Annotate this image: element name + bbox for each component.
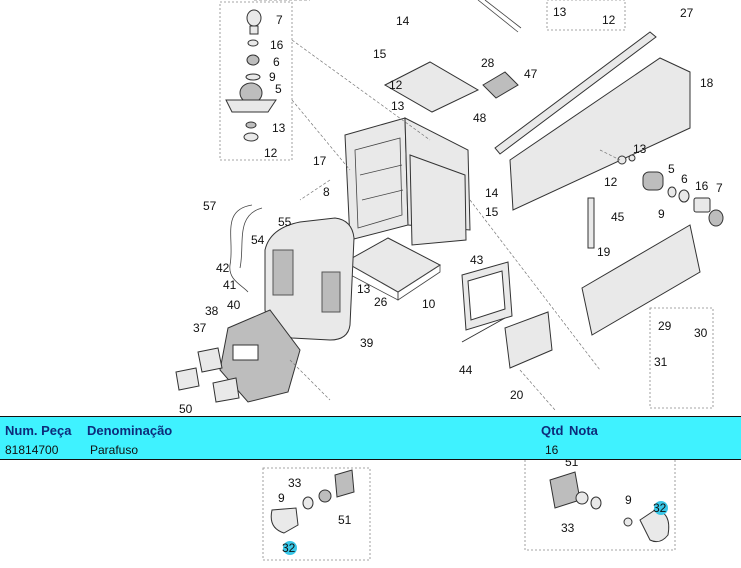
- lower-left-parts: [270, 469, 355, 555]
- stack-parts-top-left: [225, 9, 277, 142]
- callout: 19: [597, 245, 611, 259]
- callout: 42: [216, 261, 230, 275]
- callout-highlight: 32: [653, 501, 667, 515]
- callout: 39: [360, 336, 374, 350]
- callout: 40: [227, 298, 241, 312]
- callout: 54: [251, 233, 265, 247]
- plate: [383, 61, 480, 113]
- callout: 9: [269, 70, 276, 84]
- detail-box-lower-left: [262, 467, 371, 561]
- header-note: Nota: [569, 423, 598, 438]
- callout: 45: [611, 210, 625, 224]
- callout: 15: [485, 205, 499, 219]
- callout: 12: [389, 78, 403, 92]
- callout: 15: [373, 47, 387, 61]
- callout: 51: [338, 513, 352, 527]
- callout: 8: [323, 185, 330, 199]
- callout: 38: [205, 304, 219, 318]
- header-part-number: Num. Peça: [5, 423, 72, 438]
- callout: 9: [278, 491, 285, 505]
- callout: 33: [288, 476, 302, 490]
- cable: [229, 204, 253, 293]
- lower-callout-labels: 33 9 32 51 51 33 9 32: [278, 455, 667, 555]
- detail-box-lower-right: [524, 457, 676, 551]
- callout: 5: [275, 82, 282, 96]
- callout: 6: [273, 55, 280, 69]
- callout: 48: [473, 111, 487, 125]
- callout: 13: [391, 99, 405, 113]
- callout: 12: [602, 13, 616, 27]
- stack-parts-right: [617, 154, 724, 227]
- lower-panel: [581, 224, 701, 336]
- callout: 30: [694, 326, 708, 340]
- callout: 5: [668, 162, 675, 176]
- callout: 13: [553, 5, 567, 19]
- header-qty: Qtd: [541, 423, 564, 438]
- lamp-frame-2: [212, 377, 240, 403]
- cover-plate: [504, 311, 553, 369]
- cell-description: Parafuso: [90, 443, 139, 457]
- callout: 29: [658, 319, 672, 333]
- side-panel: [509, 57, 691, 211]
- header-description: Denominação: [87, 423, 173, 438]
- callout: 47: [524, 67, 538, 81]
- callout: 20: [510, 388, 524, 402]
- callout: 50: [179, 402, 193, 416]
- lamp-frame: [175, 367, 200, 391]
- callout: 13: [272, 121, 286, 135]
- callout: 16: [695, 179, 709, 193]
- detail-box-top-left: [219, 1, 293, 161]
- callout: 13: [357, 282, 371, 296]
- cover-housing: [264, 217, 355, 341]
- callout: 33: [561, 521, 575, 535]
- callout: 12: [604, 175, 618, 189]
- highlight-marker-32-left: [283, 541, 297, 555]
- callout: 7: [716, 181, 723, 195]
- detail-box-bottom-right: [649, 307, 714, 409]
- callout: 16: [270, 38, 284, 52]
- detail-box-top-right: [546, 0, 626, 31]
- callout: 13: [633, 142, 647, 156]
- callout: 31: [654, 355, 668, 369]
- callout: 7: [276, 13, 283, 27]
- callout-labels: 7 16 6 9 5 13 12 14 15 28 12 13 47 48 27…: [179, 5, 723, 416]
- callout: 28: [481, 56, 495, 70]
- callout: 17: [313, 154, 327, 168]
- callout: 18: [700, 76, 714, 90]
- callout: 57: [203, 199, 217, 213]
- callout: 14: [485, 186, 499, 200]
- cell-part-number: 81814700: [5, 443, 59, 457]
- callout: 27: [680, 6, 694, 20]
- main-frame: [344, 117, 471, 246]
- callout-highlight: 32: [282, 541, 296, 555]
- callout: 14: [396, 14, 410, 28]
- callout: 12: [264, 146, 278, 160]
- callout: 43: [470, 253, 484, 267]
- grille: [219, 309, 301, 403]
- lower-right-parts: [549, 471, 670, 543]
- cell-qty: 16: [545, 443, 559, 457]
- callout: 37: [193, 321, 207, 335]
- callout: 9: [625, 493, 632, 507]
- callout: 44: [459, 363, 473, 377]
- callout: 55: [278, 215, 292, 229]
- highlight-marker-32-right: [654, 501, 668, 515]
- bar: [587, 197, 595, 249]
- callout: 26: [374, 295, 388, 309]
- callout: 10: [422, 297, 436, 311]
- callout: 41: [223, 278, 237, 292]
- badge: [197, 347, 223, 373]
- callout: 9: [658, 207, 665, 221]
- trim-strip: [494, 31, 657, 155]
- part-info-panel: Num. Peça Denominação Qtd Nota 81814700 …: [0, 416, 741, 460]
- callout: 6: [681, 172, 688, 186]
- bracket: [482, 71, 519, 99]
